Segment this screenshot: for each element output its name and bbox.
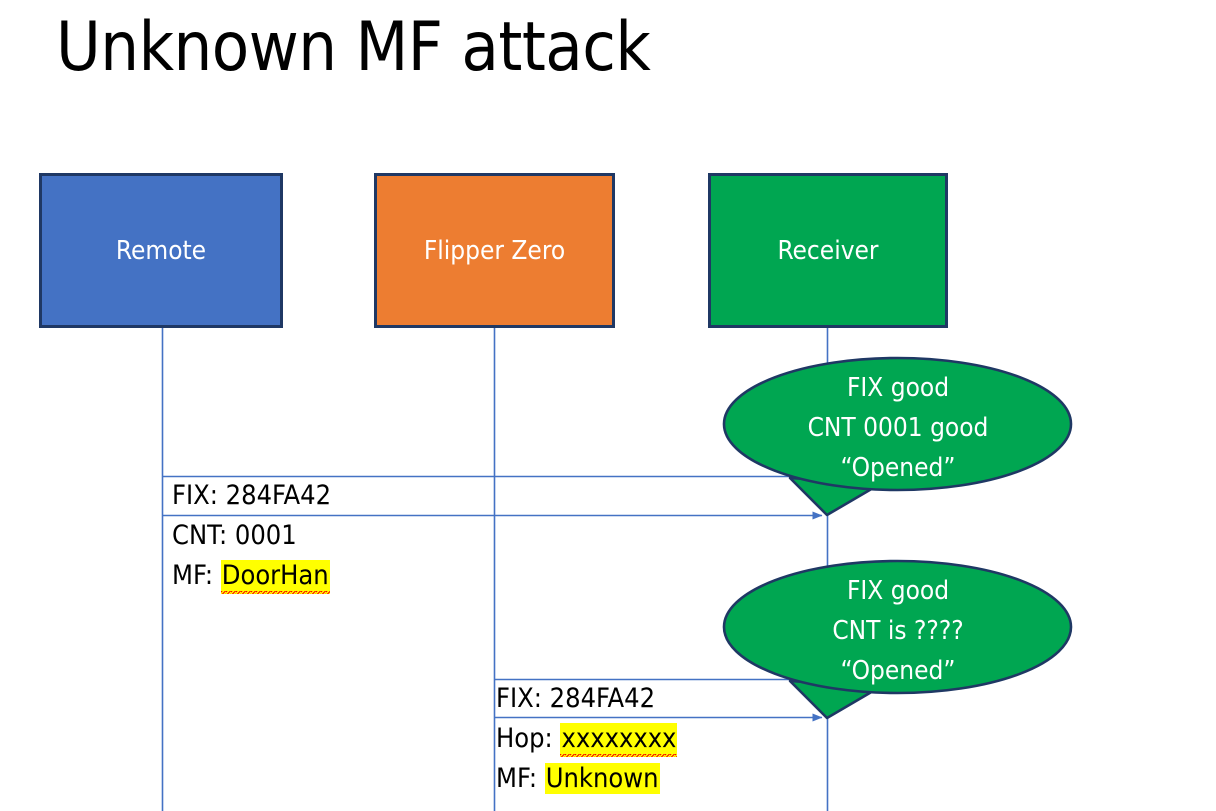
callout-second-reception — [722, 559, 1073, 720]
actor-box-remote[interactable]: Remote — [39, 173, 283, 328]
callout-line: “Opened” — [840, 656, 956, 686]
actor-box-receiver[interactable]: Receiver — [708, 173, 948, 328]
callout-first-reception — [722, 356, 1073, 517]
actor-label-remote: Remote — [115, 235, 207, 266]
callout-second-reception-text: FIX good CNT is ???? “Opened” — [724, 571, 1072, 691]
message-line-value-highlighted: DoorHan — [220, 560, 330, 594]
callout-first-reception-body — [722, 356, 1073, 492]
message-line-value-highlighted: Unknown — [544, 763, 660, 794]
message-line-value-highlighted: xxxxxxxx — [560, 723, 678, 757]
message-line-label: FIX: — [496, 683, 550, 714]
callout-second-reception-body — [722, 559, 1073, 695]
callout-line: “Opened” — [840, 453, 956, 483]
message-line: CNT: 0001 — [172, 516, 331, 556]
callout-line: CNT is ???? — [832, 616, 964, 646]
callout-line: CNT 0001 good — [807, 413, 989, 443]
message-line: Hop: xxxxxxxx — [496, 719, 678, 759]
message-line: MF: Unknown — [496, 759, 677, 799]
page-title: Unknown MF attack — [56, 8, 651, 87]
callout-line: FIX good — [846, 576, 950, 606]
message-line: FIX: 284FA42 — [172, 476, 331, 516]
message-line: FIX: 284FA42 — [496, 679, 677, 719]
message-line-value: 284FA42 — [549, 683, 656, 714]
message-line-label: MF: — [172, 560, 221, 591]
message-line-label: MF: — [496, 763, 545, 794]
message-label-remote-to-receiver: FIX: 284FA42 CNT: 0001 MF: DoorHan — [172, 476, 331, 596]
message-line-value: 284FA42 — [225, 480, 332, 511]
actor-label-receiver: Receiver — [777, 235, 879, 266]
message-line: MF: DoorHan — [172, 556, 331, 596]
actor-box-flipper[interactable]: Flipper Zero — [374, 173, 615, 328]
callout-line: FIX good — [846, 373, 950, 403]
message-line-label: FIX: — [172, 480, 226, 511]
message-line-value: 0001 — [234, 520, 297, 551]
message-label-flipper-to-receiver: FIX: 284FA42 Hop: xxxxxxxx MF: Unknown — [496, 679, 678, 799]
message-line-label: CNT: — [172, 520, 235, 551]
message-line-label: Hop: — [496, 723, 561, 754]
actor-label-flipper: Flipper Zero — [423, 235, 566, 266]
callout-first-reception-text: FIX good CNT 0001 good “Opened” — [724, 368, 1072, 488]
